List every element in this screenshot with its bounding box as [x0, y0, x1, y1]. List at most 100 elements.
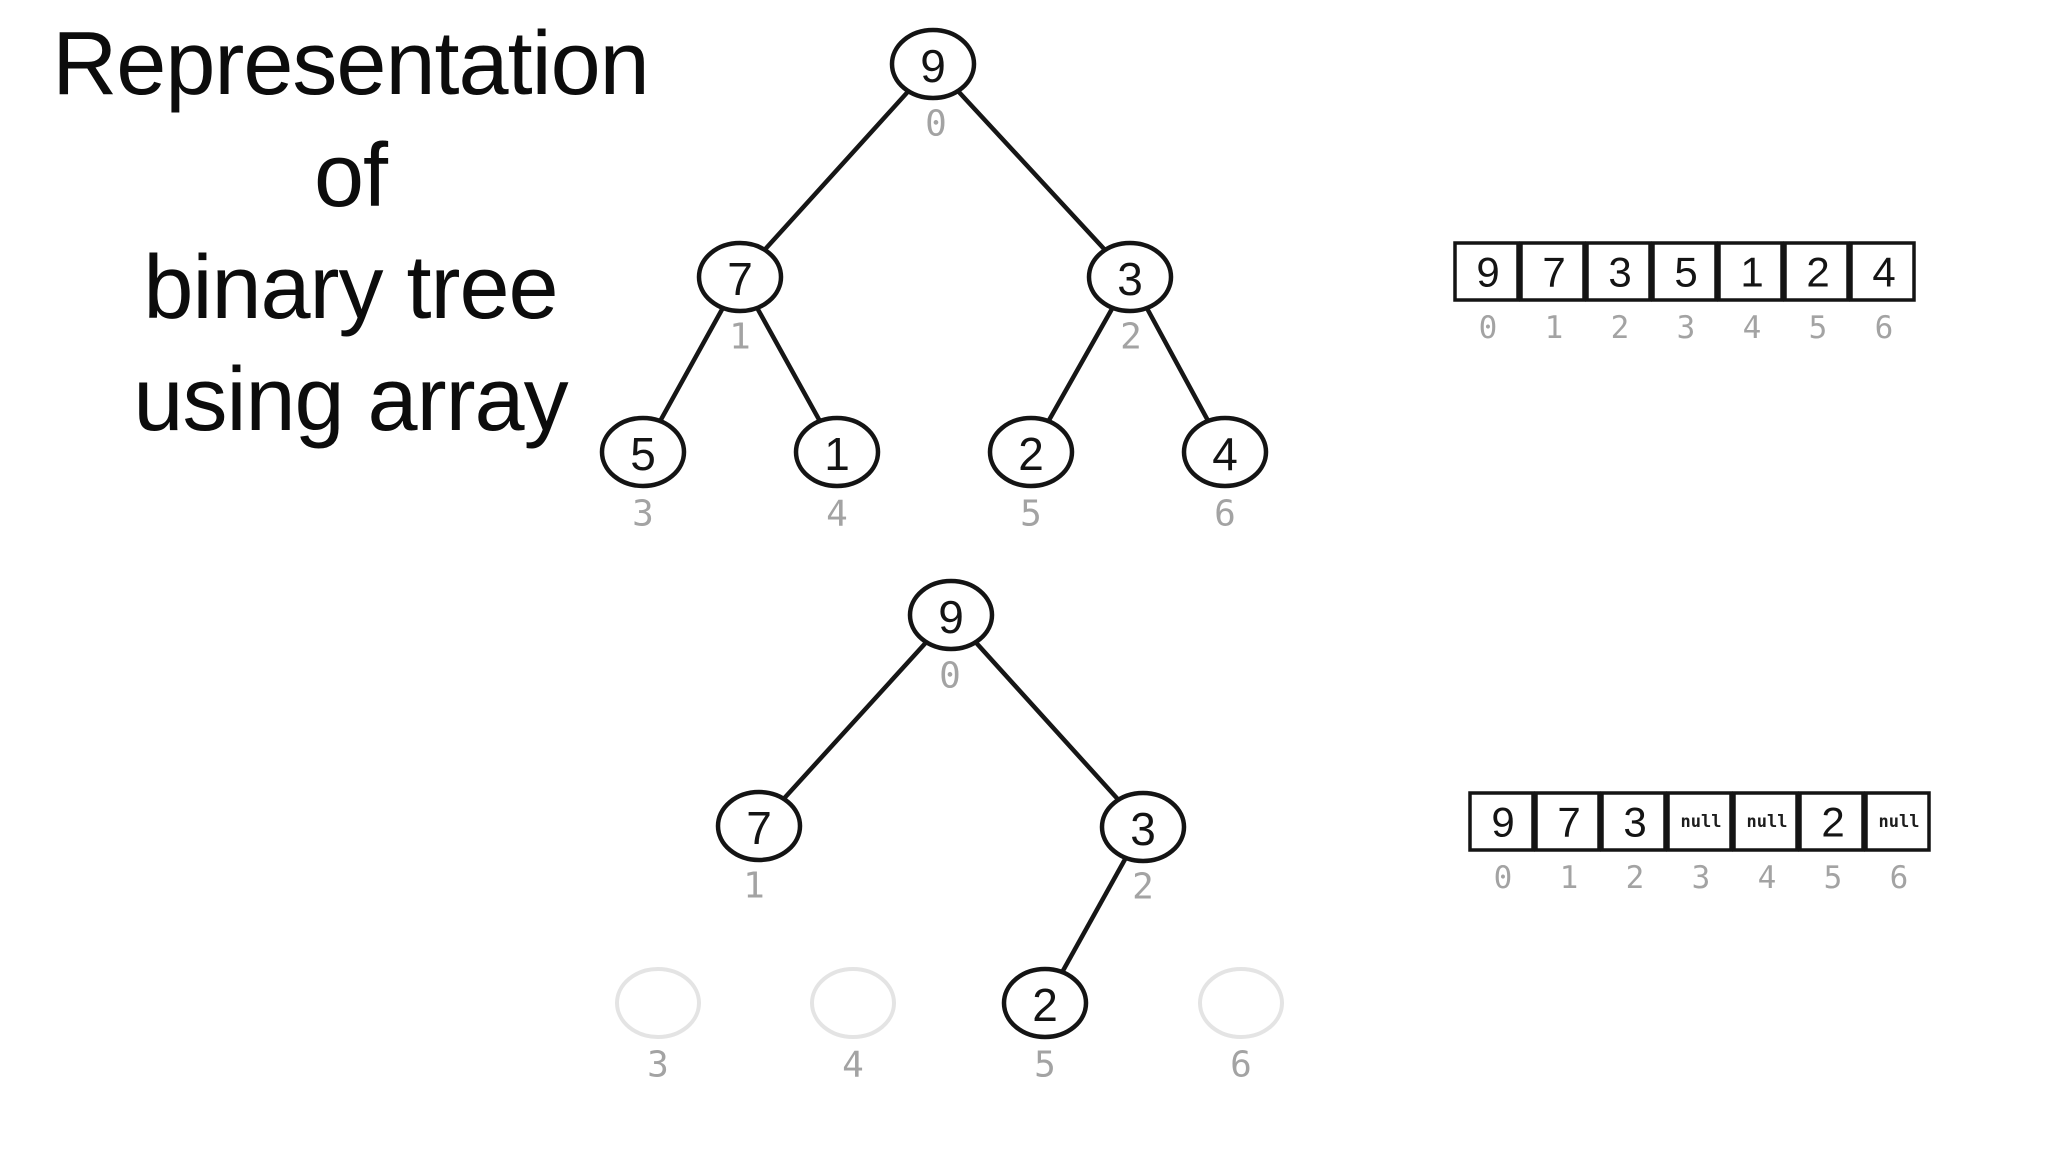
array-cell-index: 6	[1875, 310, 1894, 346]
tree-partial: 3 4 6 9 0 7 1 3	[615, 578, 1284, 1086]
array-cell: null 6	[1864, 791, 1931, 896]
array-partial: 9 0 7 1 3 2 null 3 null 4	[1468, 791, 1931, 896]
node-circle	[1086, 240, 1174, 314]
empty-tree-slot: 4	[810, 967, 896, 1086]
array-cell: 3 2	[1585, 241, 1652, 346]
array-cell-index: 1	[1560, 860, 1579, 896]
array-cell-value: 9	[1491, 799, 1514, 846]
node-circle	[696, 240, 784, 314]
array-cell-box	[1600, 791, 1667, 852]
array-full: 9 0 7 1 3 2 5 3 1 4	[1453, 241, 1916, 346]
node-circle	[1099, 790, 1187, 864]
tree-edge	[756, 612, 954, 829]
tree-node: 9 0	[907, 578, 995, 697]
empty-node-circle	[615, 967, 701, 1039]
node-value: 9	[920, 40, 946, 92]
node-index: 5	[1034, 1045, 1056, 1086]
node-circle	[907, 578, 995, 652]
array-cell-index: 0	[1479, 310, 1498, 346]
tree-node: 7 1	[715, 789, 803, 907]
node-value: 3	[1117, 253, 1143, 305]
array-cell-index: 5	[1809, 310, 1828, 346]
array-cell-index: 2	[1626, 860, 1645, 896]
node-value: 5	[630, 428, 656, 480]
array-cell-value: 9	[1476, 249, 1499, 296]
array-cell: 9 0	[1453, 241, 1520, 346]
node-index: 5	[1020, 494, 1042, 535]
array-cell-index: 1	[1545, 310, 1564, 346]
array-cell-value: 4	[1872, 249, 1895, 296]
array-cell-index: 6	[1890, 860, 1909, 896]
node-index: 4	[826, 494, 848, 535]
node-value: 2	[1018, 428, 1044, 480]
node-value: 2	[1032, 979, 1058, 1031]
node-index: 0	[939, 656, 961, 697]
node-value: 1	[824, 428, 850, 480]
array-cell: 2 5	[1783, 241, 1850, 346]
array-cell-box	[1666, 791, 1733, 852]
tree-full: 9 0 7 1 3 2 5 3 1 4	[599, 27, 1269, 535]
tree-node: 2 5	[1001, 966, 1089, 1086]
tree-node: 5 3	[599, 415, 687, 535]
array-cell-box	[1585, 241, 1652, 302]
tree-node: 3 2	[1099, 790, 1187, 908]
array-cell-index: 3	[1677, 310, 1696, 346]
array-cell-value: 7	[1542, 249, 1565, 296]
array-cell-box	[1798, 791, 1865, 852]
node-circle	[715, 789, 803, 863]
node-value: 9	[938, 591, 964, 643]
array-cell-box	[1519, 241, 1586, 302]
tree-node: 3 2	[1086, 240, 1174, 358]
array-cell-box	[1864, 791, 1931, 852]
empty-tree-slot: 3	[615, 967, 701, 1086]
node-circle	[599, 415, 687, 489]
array-cell-box	[1849, 241, 1916, 302]
node-circle	[1001, 966, 1089, 1040]
array-cell: 1 4	[1717, 241, 1784, 346]
array-cell: 4 6	[1849, 241, 1916, 346]
tree-node: 7 1	[696, 240, 784, 358]
array-cell-box	[1453, 241, 1520, 302]
array-cell-value: 2	[1821, 799, 1844, 846]
node-index: 2	[1132, 867, 1154, 908]
node-index: 1	[729, 317, 751, 358]
array-cell: null 3	[1666, 791, 1733, 896]
array-cell: 3 2	[1600, 791, 1667, 896]
array-cell-value: 1	[1740, 249, 1763, 296]
node-index: 3	[632, 494, 654, 535]
node-index: 3	[647, 1045, 669, 1086]
array-cell-index: 0	[1494, 860, 1513, 896]
array-cell-box	[1717, 241, 1784, 302]
empty-node-circle	[1198, 967, 1284, 1039]
array-cell-box	[1534, 791, 1601, 852]
array-cell-value: null	[1681, 812, 1722, 832]
array-cell: 5 3	[1651, 241, 1718, 346]
array-cell-box	[1732, 791, 1799, 852]
title-line: Representation	[52, 14, 649, 114]
title-line: of	[313, 126, 388, 226]
array-cell-index: 2	[1611, 310, 1630, 346]
array-cell: 7 1	[1534, 791, 1601, 896]
array-cell-box	[1651, 241, 1718, 302]
array-cell-value: 5	[1674, 249, 1697, 296]
tree-node: 2 5	[987, 415, 1075, 535]
title-line: using array	[133, 350, 568, 450]
node-circle	[889, 27, 977, 101]
node-circle	[1181, 415, 1269, 489]
array-cell-value: 7	[1557, 799, 1580, 846]
array-cell-value: 3	[1608, 249, 1631, 296]
node-index: 0	[925, 104, 947, 145]
array-cell-index: 5	[1824, 860, 1843, 896]
node-value: 3	[1130, 803, 1156, 855]
tree-node: 1 4	[793, 415, 881, 535]
array-cell-value: null	[1747, 812, 1788, 832]
node-value: 4	[1212, 428, 1238, 480]
tree-edge	[930, 61, 1133, 280]
array-cell-index: 4	[1758, 860, 1777, 896]
array-cell: 2 5	[1798, 791, 1865, 896]
array-cell-index: 4	[1743, 310, 1762, 346]
node-index: 4	[842, 1045, 864, 1086]
node-index: 6	[1214, 494, 1236, 535]
